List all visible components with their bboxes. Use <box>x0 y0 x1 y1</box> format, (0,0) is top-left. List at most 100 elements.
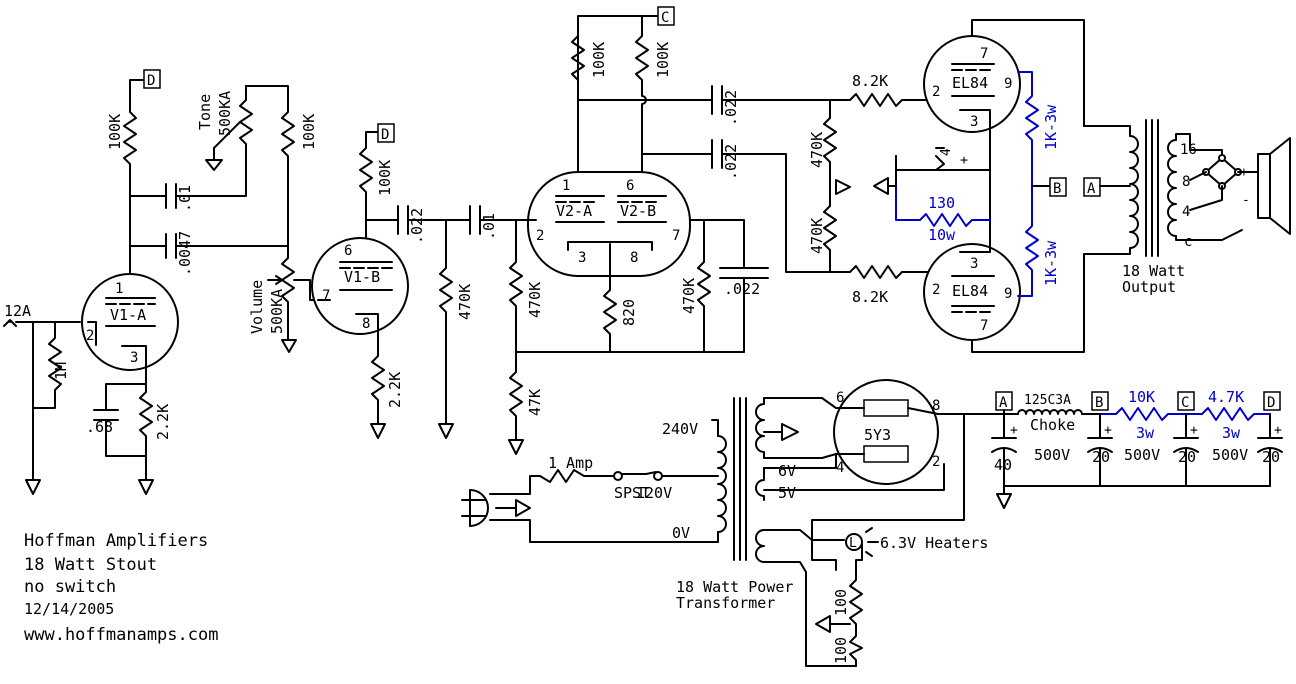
schematic-label: 100 <box>832 637 850 664</box>
schematic-label: 7 <box>980 318 988 334</box>
schematic-label: A <box>999 395 1008 411</box>
schematic-label: 120V <box>636 484 672 502</box>
schematic-label: 500V <box>1034 446 1070 464</box>
schematic-label: 2.2K <box>154 404 172 440</box>
schematic-label: 9 <box>1004 76 1012 92</box>
schematic-label: 6V <box>778 462 796 480</box>
input-jack-label: 12A <box>4 302 31 320</box>
schematic-label: 8.2K <box>852 288 888 306</box>
schematic-label: SPST <box>614 484 650 502</box>
schematic-label: 470K <box>808 132 826 168</box>
schematic-label: 16 <box>1180 142 1197 158</box>
drawing-date: 12/14/2005 <box>24 600 114 618</box>
power-transformer: 240V 120V 0V 1 Amp SPST 6V 5V <box>461 397 988 667</box>
schematic-label: 2 <box>932 454 940 470</box>
schematic-label: B <box>1095 395 1103 411</box>
el84-top-label: EL84 <box>952 74 988 92</box>
schematic-label: 7 <box>322 288 330 304</box>
company-name: Hoffman Amplifiers <box>24 531 208 551</box>
schematic-label: Output <box>1122 278 1176 296</box>
schematic-label: D <box>147 73 155 89</box>
schematic-label: 18 Watt <box>1122 262 1185 280</box>
schematic-label: 3 <box>130 350 138 366</box>
schematic-label: 40 <box>994 456 1012 474</box>
schematic-label: 6.3V Heaters <box>880 534 988 552</box>
schematic-label: 3 <box>970 256 978 272</box>
schematic-label: .022 <box>722 90 740 126</box>
schematic-label: 130 <box>928 194 955 212</box>
b-plus-supply: A 125C3A Choke B 10K 3w C 4.7K 3w D + 40… <box>811 388 1283 541</box>
schematic-label: 8.2K <box>852 72 888 90</box>
schematic-label: - <box>1242 193 1250 208</box>
schematic-label: .68 <box>86 418 113 436</box>
schematic-label: 100K <box>590 42 608 78</box>
schematic-label: .01 <box>480 213 498 240</box>
schematic-label: .01 <box>176 185 194 212</box>
schematic-label: 4 <box>939 148 954 156</box>
schematic-label: 4 <box>1182 204 1190 220</box>
schematic-label: 1 <box>562 178 570 194</box>
phase-inverter: 1 6 V2-A V2-B 2 7 3 8 C 100K 100K 470K 4… <box>508 6 769 455</box>
v1b-stage: 7 6 V1-B 8 D 100K 2.2K .022 470K .01 <box>311 123 537 439</box>
rect-label: 5Y3 <box>864 426 891 444</box>
schematic-label: 9 <box>1004 286 1012 302</box>
schematic-label: + <box>957 156 972 164</box>
schematic-label: 8 <box>1182 174 1190 190</box>
schematic-label: 470K <box>680 278 698 314</box>
schematic-label: 470K <box>808 218 826 254</box>
schematic-label: C <box>661 10 669 26</box>
schematic-label: 125C3A <box>1024 393 1071 408</box>
schematic-label: 1K-3w <box>1042 104 1060 150</box>
schematic-label: 100K <box>376 160 394 196</box>
el84-bottom-label: EL84 <box>952 282 988 300</box>
schematic-label: 10K <box>1128 388 1155 406</box>
schematic-label: 470K <box>526 282 544 318</box>
schematic-label: 8 <box>362 316 370 332</box>
schematic-label: 6 <box>626 178 634 194</box>
coupling-caps: .022 .022 8.2K 8.2K 470K 470K <box>711 72 929 306</box>
schematic-label: .022 <box>724 280 760 298</box>
schematic-label: 20 <box>1092 448 1110 466</box>
schematic-label: .0047 <box>176 231 194 276</box>
schematic-label: 500KA <box>216 91 234 136</box>
website: www.hoffmanamps.com <box>24 625 218 645</box>
schematic-label: 7 <box>672 228 680 244</box>
schematic-label: 5V <box>778 484 796 502</box>
schematic-label: + <box>1104 423 1112 438</box>
schematic-label: 820 <box>620 299 638 326</box>
schematic-label: 100 <box>832 589 850 616</box>
schematic-label: 0V <box>672 524 690 542</box>
tone-volume-stack: .01 .0047 Tone 500KA 100K Volume 500KA <box>129 85 321 353</box>
schematic-label: 20 <box>1178 448 1196 466</box>
schematic-label: 3w <box>1136 424 1155 442</box>
schematic-label: Transformer <box>676 594 775 612</box>
rectifier: 5Y3 6 8 4 2 <box>833 379 1019 485</box>
schematic-label: 100K <box>654 42 672 78</box>
schematic-label: 500KA <box>268 289 286 334</box>
schematic-label: c <box>1184 234 1192 250</box>
schematic-label: 3w <box>1222 424 1241 442</box>
input-stage: 12A 1M 2 1 V1-A 3 D 100K .68 2.2K <box>3 69 179 495</box>
schematic-label: 4 <box>836 460 844 476</box>
schematic-label: 1 Amp <box>548 454 593 472</box>
r-1m-label: 1M <box>52 362 70 380</box>
schematic-label: 500V <box>1124 446 1160 464</box>
variant-note: no switch <box>24 577 116 597</box>
schematic-label: 100K <box>300 114 318 150</box>
tube-5y3 <box>833 379 939 485</box>
credits-block: Hoffman Amplifiers 18 Watt Stout no swit… <box>24 531 218 645</box>
schematic-label: L <box>849 536 857 551</box>
schematic-label: 470K <box>456 284 474 320</box>
schematic-label: 2 <box>932 282 940 298</box>
v2a-label: V2-A <box>556 202 592 220</box>
schematic-label: 20 <box>1262 448 1280 466</box>
schematic-label: A <box>1087 181 1096 197</box>
schematic-label: 2 <box>536 228 544 244</box>
output-transformer: A 16 8 4 c + - 18 Watt Output <box>1083 119 1291 296</box>
schematic-label: 2 <box>932 84 940 100</box>
schematic-label: D <box>1267 395 1275 411</box>
schematic-label: + <box>1190 423 1198 438</box>
schematic-label: 8 <box>932 398 940 414</box>
schematic-label: D <box>381 127 389 143</box>
schematic-label: 4.7K <box>1208 388 1244 406</box>
